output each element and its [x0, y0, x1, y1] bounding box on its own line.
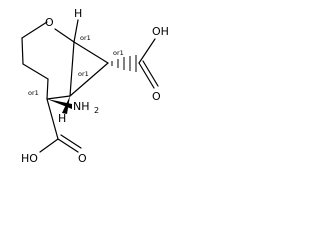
- bond-right-c-oh: [138, 38, 156, 64]
- bond-right-c-o-2: [142, 60, 159, 87]
- chemical-structure: O H H NH 2 OH O HO O or1 or1 or1 or1: [21, 7, 169, 165]
- bond-o-c1: [21, 21, 48, 39]
- wedge-c4-nh2: [47, 99, 72, 109]
- stereo-label-c-quaternary: or1: [28, 89, 39, 97]
- bond-c6-h: [73, 19, 79, 43]
- atom-amine-subscript: 2: [94, 106, 99, 115]
- bond-right-c-o-1: [138, 62, 155, 89]
- bond-c7-c5: [69, 62, 109, 97]
- bond-left-c-oh: [39, 138, 59, 153]
- atom-acid-left-o: O: [78, 152, 87, 165]
- bond-left-c-o-1: [57, 138, 79, 153]
- atom-acid-left-ho: HO: [21, 152, 38, 165]
- bond-c4-cooh-left: [46, 98, 59, 140]
- bond-c6-o: [54, 28, 75, 43]
- atom-bridge-h-mid: H: [58, 112, 66, 125]
- atom-ring-oxygen: O: [45, 16, 54, 29]
- bond-c4-c5: [46, 95, 71, 100]
- atom-acid-right-o: O: [152, 90, 161, 103]
- atom-acid-right-oh: OH: [152, 25, 169, 38]
- bond-c6-c7: [73, 41, 109, 64]
- bond-c5-c6: [69, 41, 75, 97]
- bond-c1-c2: [21, 37, 24, 65]
- stereo-label-c-bridge-top: or1: [80, 34, 91, 42]
- hash-bond-c7-acid: [111, 55, 137, 72]
- atom-bridge-h-top: H: [74, 7, 82, 20]
- atom-amine: NH: [73, 100, 90, 113]
- bond-c2-c3: [22, 63, 49, 80]
- stereo-label-c-cyclopropane-right: or1: [113, 49, 124, 57]
- bond-c3-c4: [46, 78, 49, 100]
- stereo-label-c-bridge-bottom: or1: [78, 70, 89, 78]
- bond-left-c-o-2: [60, 134, 82, 149]
